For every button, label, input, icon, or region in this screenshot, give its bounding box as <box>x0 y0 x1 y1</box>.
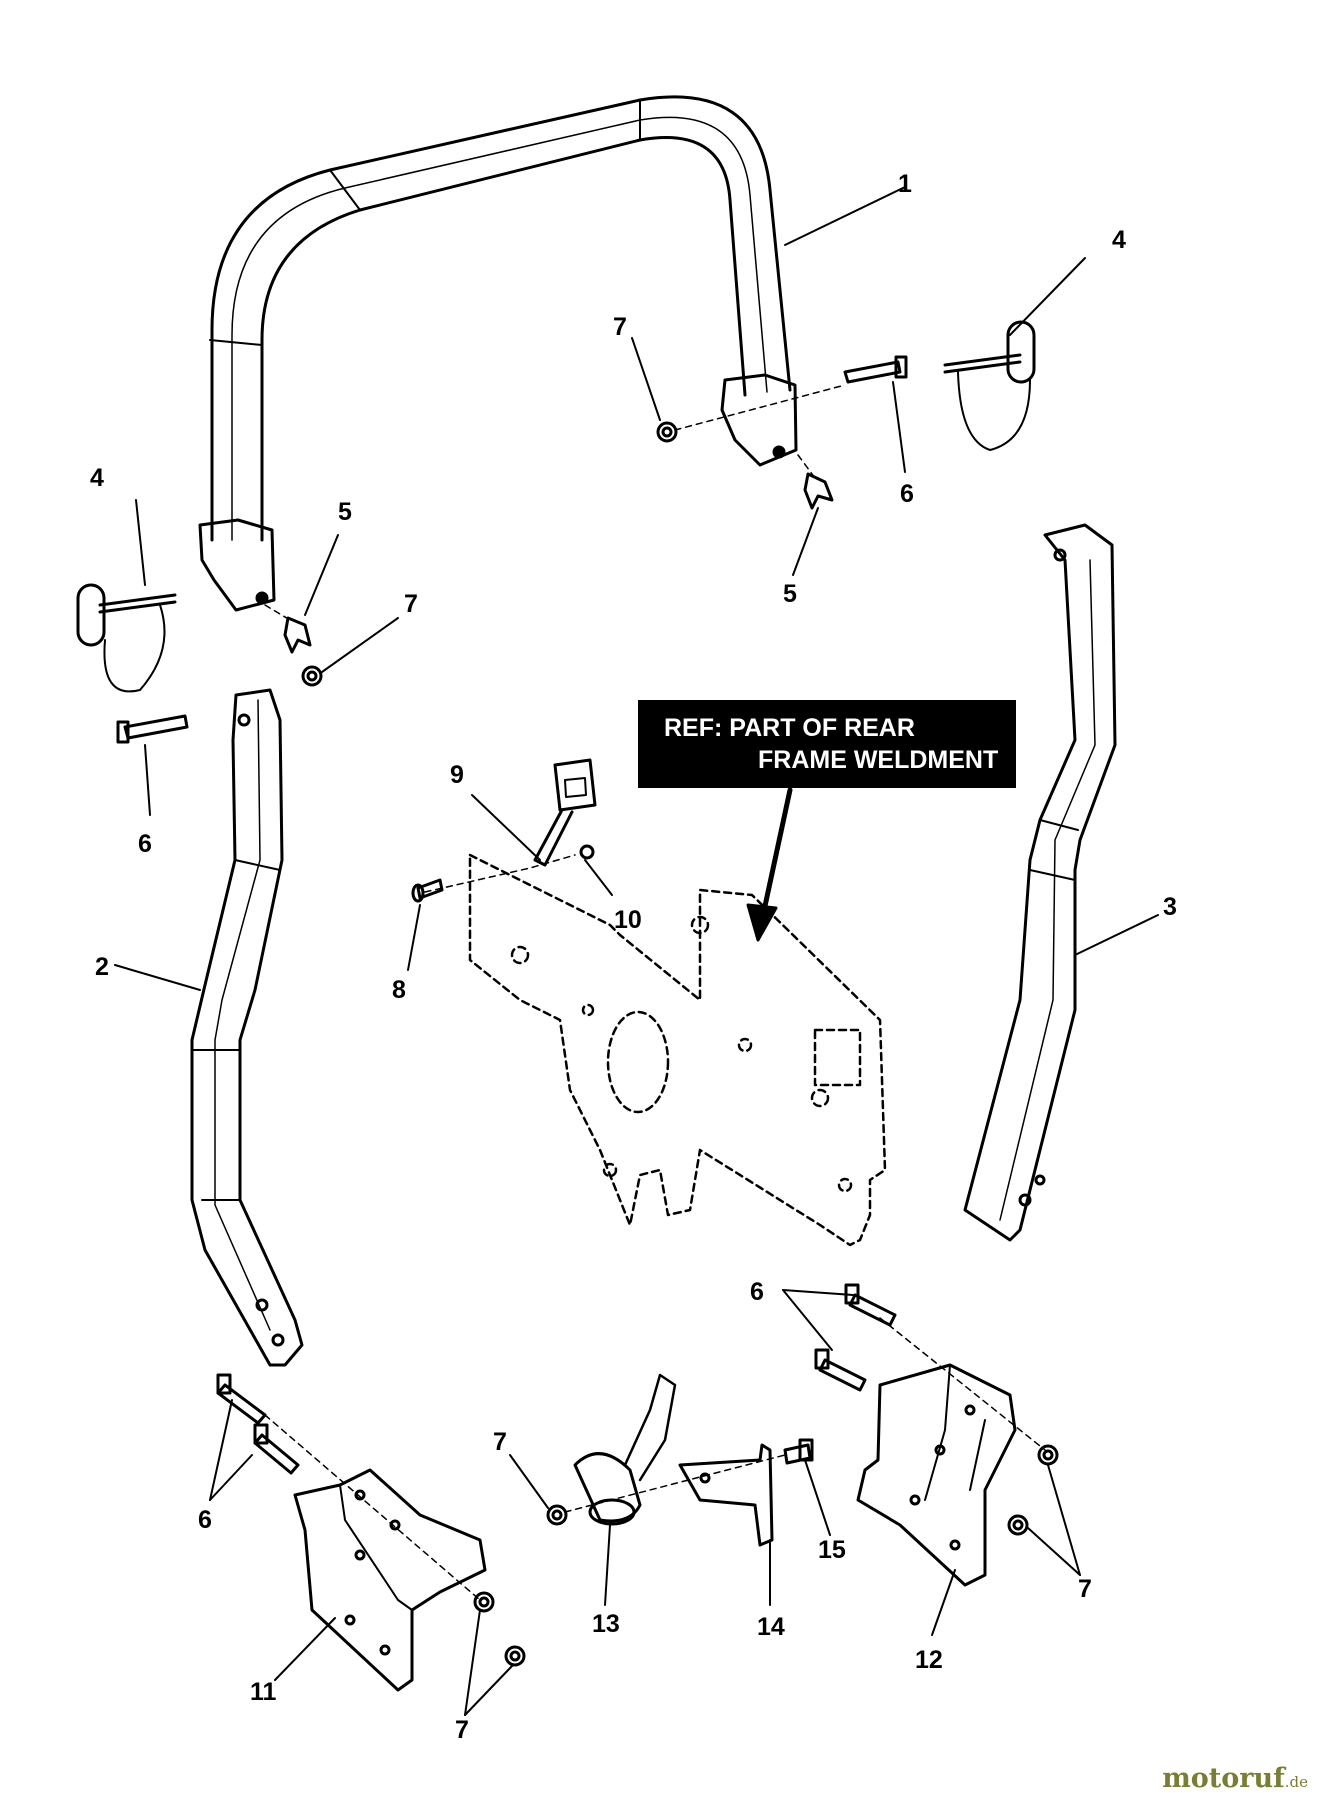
part-13-latch <box>573 1373 677 1526</box>
label-2: 2 <box>95 953 109 981</box>
part-4-left-hitch-pin <box>76 583 177 693</box>
part-11-left-bracket <box>293 1468 487 1692</box>
part-10-small-nut <box>579 844 595 860</box>
part-5-left-knob <box>283 616 312 654</box>
label-7-bottom: 7 <box>455 1716 469 1744</box>
reference-note-box: REF: PART OF REAR FRAME WELDMENT <box>638 700 1016 788</box>
part-7-nut-bottom-a <box>473 1591 495 1613</box>
label-6-lower-right: 6 <box>750 1278 764 1306</box>
reference-note-line2: FRAME WELDMENT <box>758 746 999 774</box>
part-7-nut-left <box>301 665 323 687</box>
part-5-right-knob <box>803 472 834 510</box>
part-4-right-hitch-pin <box>943 320 1036 451</box>
part-6-bolt-left <box>116 714 189 744</box>
part-3-right-leg <box>963 523 1117 1242</box>
label-5-left: 5 <box>338 498 352 526</box>
part-6-bolt-lower-right-b <box>814 1348 867 1392</box>
part-1-upper-roll-bar <box>198 95 798 612</box>
part-2-left-leg <box>190 688 304 1367</box>
part-6-bolt-top <box>843 355 908 384</box>
assembly-lines <box>264 384 1046 1601</box>
part-15-bolt <box>783 1438 814 1465</box>
label-8: 8 <box>392 976 406 1004</box>
rear-frame-weldment <box>468 853 887 1247</box>
label-10: 10 <box>614 906 642 934</box>
watermark-brand: motoruf <box>1162 1763 1285 1794</box>
part-7-nut-top <box>656 421 678 443</box>
label-6-lower-left: 6 <box>198 1506 212 1534</box>
part-7-nut-center <box>546 1504 568 1526</box>
part-6-bolt-lower-right-a <box>844 1283 897 1327</box>
label-3: 3 <box>1163 893 1177 921</box>
label-7-top: 7 <box>613 313 627 341</box>
part-7-nut-bottom-b <box>504 1645 526 1667</box>
reference-note-line1: REF: PART OF REAR <box>664 714 915 742</box>
label-12: 12 <box>915 1646 943 1674</box>
part-7-nut-right-a <box>1037 1444 1059 1466</box>
part-9-switch <box>533 758 597 867</box>
label-6-left: 6 <box>138 830 152 858</box>
part-6-bolt-lower-left-a <box>216 1373 267 1425</box>
label-4-left: 4 <box>90 464 104 492</box>
label-13: 13 <box>592 1610 620 1638</box>
label-14: 14 <box>757 1613 785 1641</box>
watermark-suffix: .de <box>1284 1773 1308 1791</box>
callout-labels: 1 2 3 4 4 5 5 6 6 6 6 7 7 7 7 7 8 9 10 1… <box>90 170 1177 1744</box>
label-5-right: 5 <box>783 580 797 608</box>
label-15: 15 <box>818 1536 846 1564</box>
part-14-angle-plate <box>678 1443 774 1547</box>
label-7-left: 7 <box>404 590 418 618</box>
part-8-rivet <box>411 878 444 903</box>
label-7-center: 7 <box>493 1428 507 1456</box>
watermark-logo: motoruf.de <box>1162 1763 1308 1794</box>
part-7-nut-right-b <box>1007 1514 1029 1536</box>
label-7-right: 7 <box>1078 1575 1092 1603</box>
label-6-top: 6 <box>900 480 914 508</box>
reference-arrow <box>746 787 793 942</box>
label-1: 1 <box>898 170 912 198</box>
part-6-bolt-lower-left-b <box>253 1423 300 1475</box>
leader-lines <box>114 186 1159 1716</box>
part-12-right-bracket <box>856 1363 1017 1587</box>
label-9: 9 <box>450 761 464 789</box>
label-11: 11 <box>250 1678 277 1706</box>
label-4-right: 4 <box>1112 226 1126 254</box>
